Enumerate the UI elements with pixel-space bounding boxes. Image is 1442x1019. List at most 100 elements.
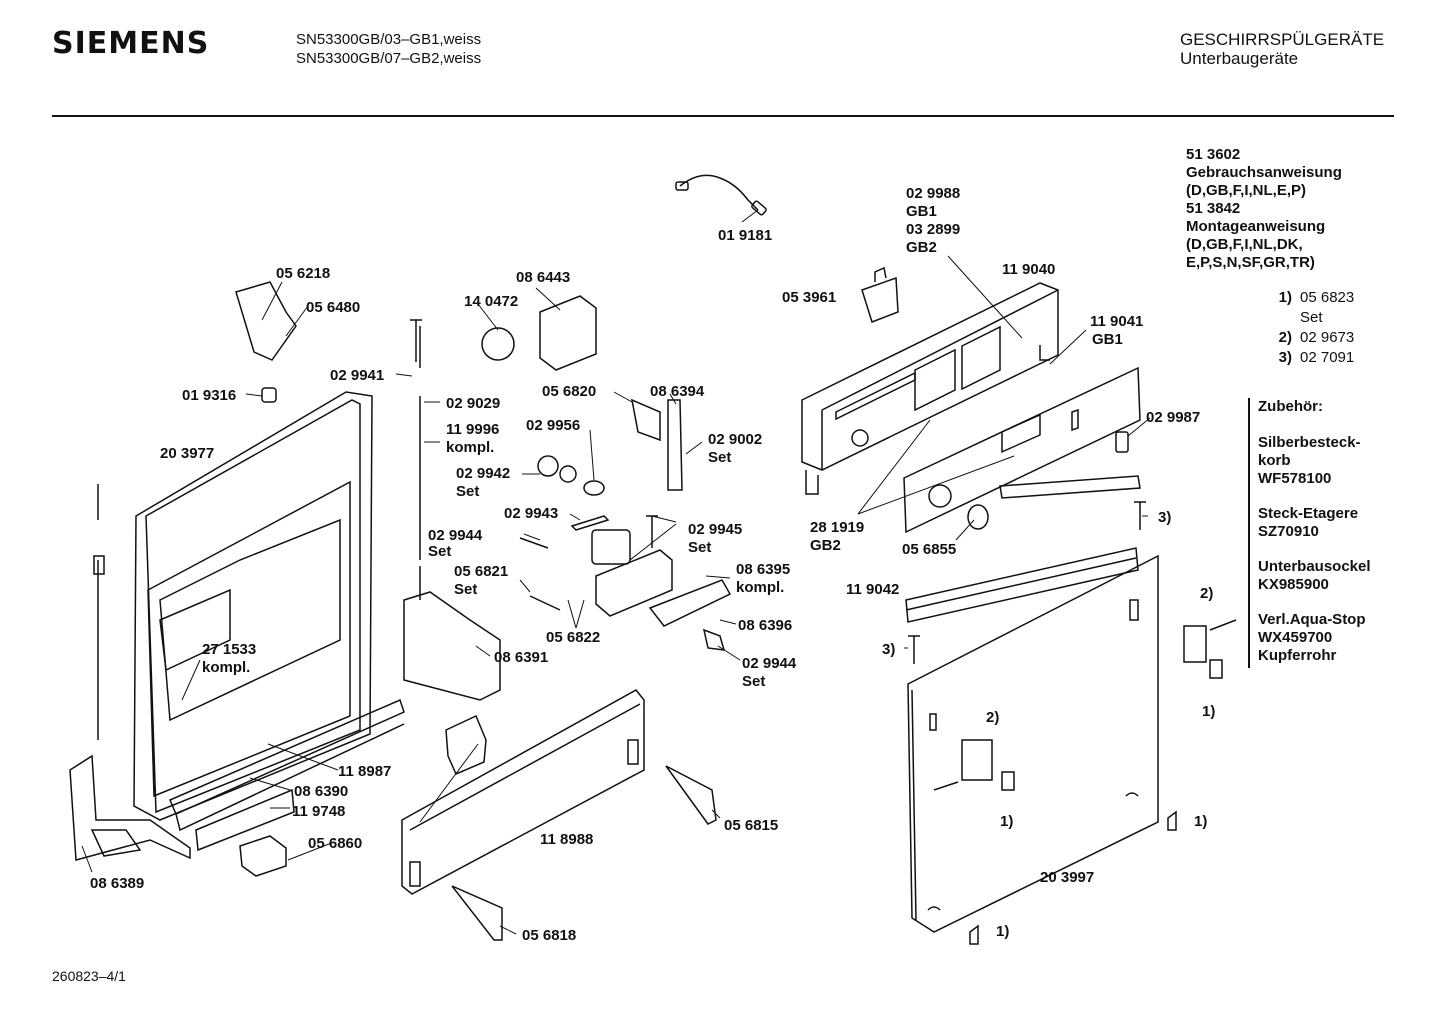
- part-number: 08 6391: [494, 649, 548, 666]
- part-number: 02 9987: [1146, 409, 1200, 426]
- part-number: 02 9942: [456, 465, 510, 482]
- part-number: 05 6860: [308, 835, 362, 852]
- footnote-number: 2): [1278, 329, 1292, 346]
- part-number: 05 6822: [546, 629, 600, 646]
- accessory-item: Verl.Aqua-Stop WX459700 Kupferrohr: [1258, 611, 1408, 665]
- front-panel-drawing: [903, 366, 1141, 534]
- timer-motor-drawing: [481, 295, 597, 371]
- part-number: 14 0472: [464, 293, 518, 310]
- document-references: 51 3602 Gebrauchsanweisung (D,GB,F,I,NL,…: [1186, 146, 1342, 272]
- footnote-number: 3): [1278, 349, 1292, 366]
- part-number: 11 9041: [1090, 313, 1143, 330]
- hinge-bracket-drawing: [69, 754, 191, 861]
- part-number: 02 9944: [428, 527, 483, 544]
- accessory-line: Steck-Etagere: [1258, 505, 1359, 522]
- part-number: 11 9996: [446, 421, 499, 438]
- screw-drawing: [410, 319, 422, 362]
- foot-drawing: [445, 714, 487, 775]
- part-number: 05 6218: [276, 265, 330, 282]
- clip-drawing: [861, 266, 899, 323]
- leg-bracket-drawing: [451, 885, 503, 941]
- part-qualifier: Set: [688, 539, 711, 556]
- note-reference: 1): [1000, 813, 1013, 830]
- part-number: 02 9945: [688, 521, 742, 538]
- footnote: 1) 05 6823: [1270, 288, 1355, 308]
- doc-line: Gebrauchsanweisung: [1186, 164, 1342, 181]
- part-number: 08 6443: [516, 269, 570, 286]
- accessory-line: Unterbausockel: [1258, 558, 1371, 575]
- part-number: 01 9316: [182, 387, 236, 404]
- filter-strip-drawing: [195, 788, 295, 852]
- part-number: 02 9956: [526, 417, 580, 434]
- part-qualifier: kompl.: [736, 579, 784, 596]
- accessory-code: WX459700: [1258, 629, 1333, 646]
- part-qualifier: kompl.: [202, 659, 250, 676]
- part-number: 11 9040: [1002, 261, 1055, 278]
- part-qualifier: kompl.: [446, 439, 494, 456]
- leader-lines: [81, 209, 1151, 935]
- model-line: SN53300GB/07–GB2,weiss: [296, 50, 482, 67]
- clip-drawing: [1167, 810, 1177, 831]
- screw-drawing: [908, 635, 920, 664]
- part-qualifier: Set: [456, 483, 479, 500]
- door-panel-drawing: [907, 554, 1159, 933]
- part-number: 02 9002: [708, 431, 762, 448]
- cap-drawing: [261, 387, 277, 403]
- note-reference: 3): [1158, 509, 1171, 526]
- footnote: 3) 02 7091: [1270, 348, 1355, 368]
- part-number: 01 9181: [718, 227, 772, 244]
- bottom-profile-drawing: [169, 698, 405, 832]
- part-variant: GB2: [906, 239, 937, 256]
- part-number: 02 9943: [504, 505, 558, 522]
- footnote-part: 02 9673: [1300, 329, 1355, 346]
- bracket-drawing: [403, 591, 501, 701]
- accessory-code: WF578100: [1258, 470, 1332, 487]
- stopper-drawing: [1115, 431, 1129, 453]
- part-variant: GB1: [1092, 331, 1123, 348]
- part-labels: 01 9181 02 9988 GB1 03 2899 GB2 11 9040 …: [90, 185, 1215, 944]
- part-qualifier: Set: [708, 449, 731, 466]
- note-reference: 3): [882, 641, 895, 658]
- part-number: 27 1533: [202, 641, 256, 658]
- part-number: 02 9941: [330, 367, 384, 384]
- clip-drawing: [969, 924, 979, 945]
- accessory-line: Verl.Aqua-Stop: [1258, 611, 1366, 628]
- part-qualifier: Set: [742, 673, 765, 690]
- footnote-number: 1): [1278, 289, 1292, 306]
- doc-line: Montageanweisung: [1186, 218, 1326, 235]
- part-number: 08 6395: [736, 561, 790, 578]
- footnote-part: 02 7091: [1300, 349, 1355, 366]
- note-reference: 2): [986, 709, 999, 726]
- part-number: 11 9042: [846, 581, 899, 598]
- part-number: 08 6396: [738, 617, 792, 634]
- footnote: 2) 02 9673: [1270, 328, 1355, 348]
- product-category: GESCHIRRSPÜLGERÄTE Unterbaugeräte: [1180, 30, 1384, 68]
- leg-bracket-drawing: [665, 765, 717, 825]
- part-number: 05 3961: [782, 289, 836, 306]
- bracket-drawing: [90, 829, 142, 857]
- latch-assembly-drawing: [519, 398, 732, 651]
- part-number: 03 2899: [906, 221, 960, 238]
- doc-line: E,P,S,N,SF,GR,TR): [1186, 254, 1315, 271]
- note-reference: 1): [1202, 703, 1215, 720]
- note-reference: 1): [1194, 813, 1207, 830]
- seal-strip-drawing: [905, 547, 1139, 623]
- note-reference: 1): [996, 923, 1009, 940]
- doc-line: (D,GB,F,I,NL,E,P): [1186, 182, 1306, 199]
- accessory-line: Kupferrohr: [1258, 647, 1337, 664]
- part-number: 11 8987: [338, 763, 391, 780]
- doc-line: 51 3842: [1186, 200, 1241, 217]
- part-qualifier: Set: [454, 581, 477, 598]
- part-number: 05 6818: [522, 927, 576, 944]
- part-qualifier: Set: [428, 543, 451, 560]
- part-number: 28 1919: [810, 519, 864, 536]
- note-reference: 2): [1200, 585, 1213, 602]
- hinge-cover-drawing: [235, 281, 297, 361]
- inner-door-drawing: [133, 391, 373, 821]
- part-number: 08 6390: [294, 783, 348, 800]
- part-number: 05 6820: [542, 383, 596, 400]
- part-number: 08 6394: [650, 383, 705, 400]
- document-code: 260823–4/1: [52, 968, 126, 984]
- header-divider: [52, 115, 1394, 117]
